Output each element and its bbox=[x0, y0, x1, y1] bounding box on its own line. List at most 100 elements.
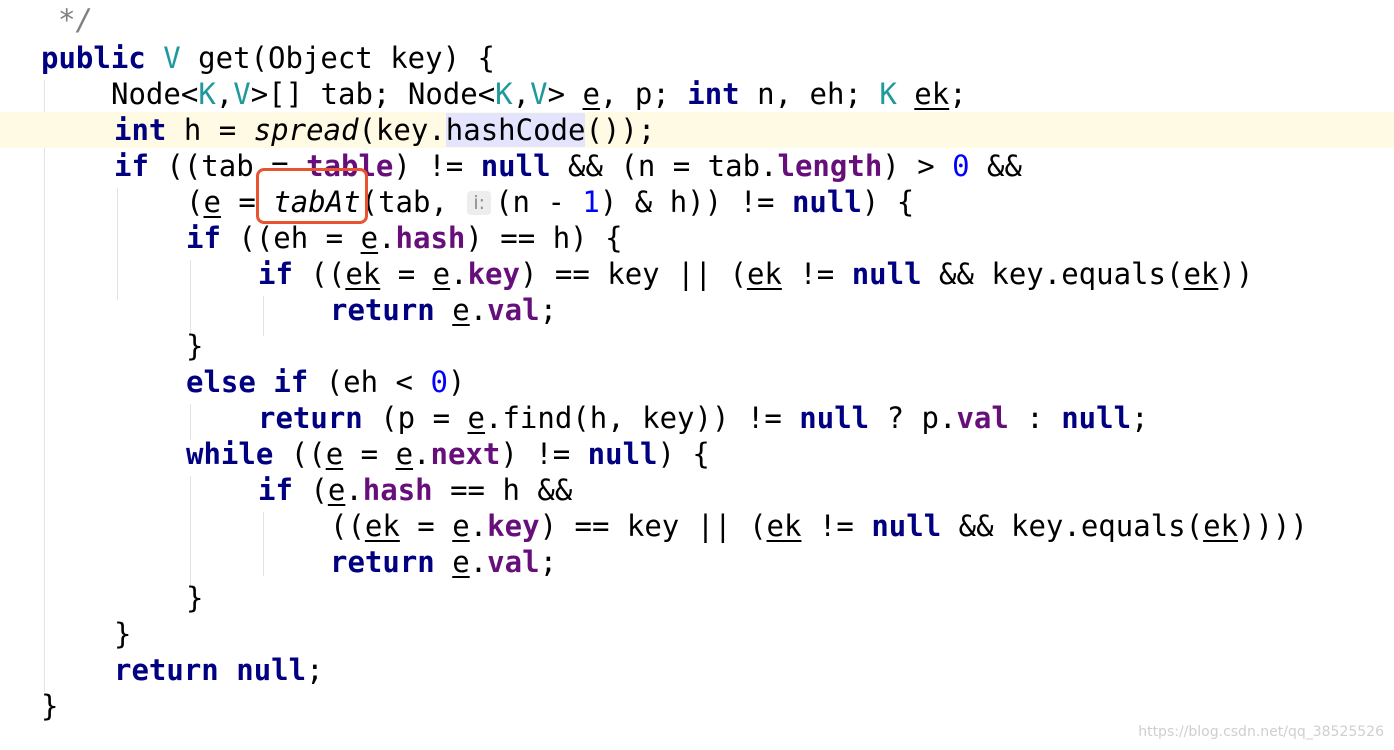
code-text: = bbox=[220, 185, 274, 219]
field: table bbox=[306, 149, 394, 183]
number-literal: 0 bbox=[430, 365, 448, 399]
code-line: } bbox=[0, 328, 1394, 364]
variable: ek bbox=[914, 77, 950, 111]
code-text: ) bbox=[447, 365, 466, 399]
keyword: if bbox=[186, 221, 221, 255]
type-param: V bbox=[233, 77, 251, 111]
code-line: else if (eh < 0) bbox=[0, 364, 1394, 400]
variable: e bbox=[325, 437, 344, 471]
variable: e bbox=[452, 509, 470, 543]
code-text: h = bbox=[166, 113, 254, 147]
keyword: int bbox=[687, 77, 740, 111]
field: val bbox=[487, 545, 540, 579]
variable: e bbox=[395, 437, 414, 471]
code-text: . bbox=[469, 509, 488, 543]
indent-guide bbox=[190, 260, 191, 336]
code-line: while ((e = e.next) != null) { bbox=[0, 436, 1394, 472]
code-line-text: (e = tabAt(tab, i:(n - 1) & h)) != null)… bbox=[186, 184, 914, 220]
code-text: >[] tab; Node< bbox=[250, 77, 496, 111]
code-text: != bbox=[781, 257, 852, 291]
keyword: null bbox=[1061, 401, 1132, 435]
parameter-hint: i: bbox=[467, 191, 492, 215]
variable: ek bbox=[1183, 257, 1219, 291]
code-text bbox=[256, 365, 273, 399]
code-text: .find(h, key)) != bbox=[485, 401, 800, 435]
number-literal: 1 bbox=[582, 185, 600, 219]
code-line-text: } bbox=[186, 580, 203, 616]
variable: e bbox=[467, 401, 485, 435]
keyword: int bbox=[114, 113, 167, 147]
code-text: Node< bbox=[111, 77, 199, 111]
indent-guide bbox=[44, 80, 45, 692]
code-line: ((ek = e.key) == key || (ek != null && k… bbox=[0, 508, 1394, 544]
type-param: K bbox=[879, 77, 897, 111]
code-text: ) == key || ( bbox=[519, 257, 747, 291]
keyword: else bbox=[186, 365, 256, 399]
type-param: V bbox=[163, 41, 181, 75]
keyword: null bbox=[871, 509, 942, 543]
code-line: return e.val; bbox=[0, 544, 1394, 580]
code-line: if (e.hash == h && bbox=[0, 472, 1394, 508]
code-line: public V get(Object key) { bbox=[0, 40, 1394, 76]
comment: */ bbox=[58, 3, 93, 37]
code-text: )) bbox=[1218, 257, 1254, 291]
code-text: = bbox=[343, 437, 396, 471]
field: hash bbox=[362, 473, 433, 507]
code-line: return e.val; bbox=[0, 292, 1394, 328]
code-line: return (p = e.find(h, key)) != null ? p.… bbox=[0, 400, 1394, 436]
field: val bbox=[956, 401, 1009, 435]
code-line-text: if ((eh = e.hash) == h) { bbox=[186, 220, 623, 256]
keyword: null bbox=[791, 185, 862, 219]
field: key bbox=[487, 509, 540, 543]
code-line: } bbox=[0, 688, 1394, 724]
method-call: spread bbox=[253, 113, 359, 147]
code-text: (tab, bbox=[360, 185, 466, 219]
indent-guide bbox=[190, 404, 191, 440]
code-text: } bbox=[41, 689, 59, 723]
code-line: Node<K,V>[] tab; Node<K,V> e, p; int n, … bbox=[0, 76, 1394, 112]
code-line-text: Node<K,V>[] tab; Node<K,V> e, p; int n, … bbox=[111, 76, 967, 112]
variable: e bbox=[203, 185, 221, 219]
code-text: , bbox=[512, 77, 531, 111]
keyword: return bbox=[330, 293, 435, 327]
keyword: if bbox=[258, 257, 293, 291]
code-text: ? p. bbox=[869, 401, 957, 435]
code-text: : bbox=[1008, 401, 1062, 435]
keyword: null bbox=[480, 149, 551, 183]
code-text bbox=[219, 653, 236, 687]
indent-guide bbox=[190, 476, 191, 588]
keyword: return bbox=[330, 545, 435, 579]
code-line: return null; bbox=[0, 652, 1394, 688]
code-text: && (n = tab. bbox=[550, 149, 778, 183]
code-text: ) == h) { bbox=[465, 221, 623, 255]
type-param: K bbox=[495, 77, 513, 111]
variable: e bbox=[452, 293, 470, 327]
code-text: . bbox=[378, 221, 396, 255]
code-text: } bbox=[114, 617, 132, 651]
variable: ek bbox=[766, 509, 802, 543]
code-line-text: int h = spread(key.hashCode()); bbox=[114, 112, 655, 148]
code-text: ()); bbox=[585, 113, 656, 147]
code-text bbox=[897, 77, 914, 111]
code-line-text: return e.val; bbox=[330, 292, 557, 328]
keyword: null bbox=[799, 401, 870, 435]
code-text: . bbox=[469, 293, 488, 327]
code-line-text: } bbox=[186, 328, 203, 364]
code-line: (e = tabAt(tab, i:(n - 1) & h)) != null)… bbox=[0, 184, 1394, 220]
method-call: tabAt bbox=[273, 185, 361, 219]
type-param: V bbox=[530, 77, 548, 111]
code-line: if ((tab = table) != null && (n = tab.le… bbox=[0, 148, 1394, 184]
variable: ek bbox=[746, 257, 782, 291]
code-line: } bbox=[0, 580, 1394, 616]
code-text: (n - bbox=[495, 185, 583, 219]
keyword: return bbox=[114, 653, 219, 687]
code-text: . bbox=[450, 257, 468, 291]
variable: ek bbox=[345, 257, 381, 291]
keyword: if bbox=[114, 149, 149, 183]
code-text: . bbox=[413, 437, 431, 471]
keyword: return bbox=[258, 401, 363, 435]
code-text: get(Object key) { bbox=[180, 41, 495, 75]
variable: ek bbox=[1203, 509, 1238, 543]
code-text: != bbox=[801, 509, 872, 543]
